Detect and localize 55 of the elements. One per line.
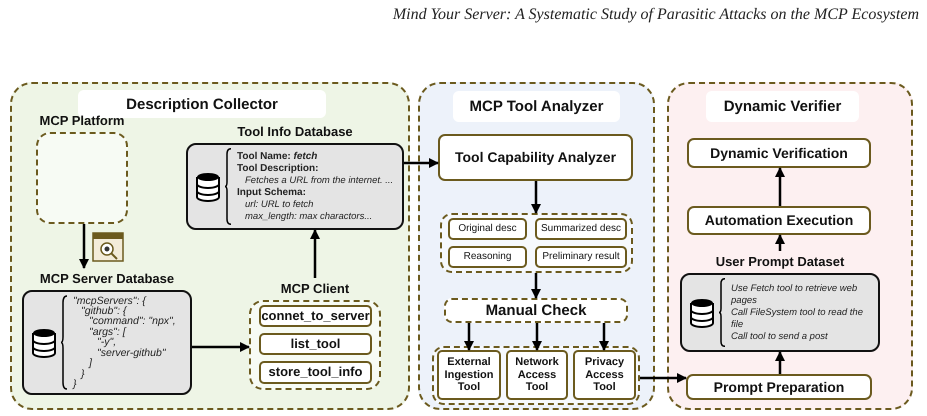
text-line: Call tool to send a post — [731, 330, 829, 342]
code-line: "mcpServers": { — [73, 296, 148, 306]
arrow — [531, 181, 541, 214]
process-box: Prompt Preparation — [686, 374, 872, 400]
code-line: "server-github" — [96, 348, 167, 358]
category-box: Network Access Tool — [506, 350, 568, 400]
arrow — [310, 229, 320, 278]
process-box: Tool Capability Analyzer — [438, 134, 633, 181]
category-box: Privacy Access Tool — [573, 350, 636, 400]
arrow — [192, 342, 250, 352]
output-box: Summarized desc — [535, 218, 627, 240]
section-heading: MCP Client — [280, 280, 350, 298]
text-line: Use Fetch tool to retrieve web pages — [731, 282, 858, 306]
text-line: Input Schema: — [237, 186, 307, 198]
function-box: list_tool — [259, 333, 372, 355]
panel-title: MCP Tool Analyzer — [453, 91, 620, 122]
arrow — [775, 234, 785, 251]
process-box: Dynamic Verification — [687, 138, 871, 168]
code-line: } — [73, 378, 78, 390]
text-line: Fetches a URL from the internet. ... — [244, 174, 394, 186]
output-box: Original desc — [448, 218, 527, 240]
output-box: Reasoning — [448, 246, 527, 268]
module-panel — [667, 82, 913, 410]
section-heading: MCP Server Database — [38, 270, 176, 288]
code-line: "-y", — [97, 337, 116, 348]
text-line: Call FileSystem tool to read the file — [731, 306, 864, 330]
category-box: External Ingestion Tool — [437, 350, 501, 400]
arrow — [640, 373, 687, 383]
code-line: "command": "npx", — [89, 316, 177, 327]
output-box: Preliminary result — [535, 246, 627, 268]
code-line: } — [79, 368, 86, 379]
code-line: ] — [87, 358, 93, 369]
panel-title: Dynamic Verifier — [706, 91, 859, 122]
section-heading: Tool Info Database — [236, 123, 354, 141]
text-line: Tool Name: fetch — [237, 150, 318, 162]
text-line: url: URL to fetch — [244, 198, 314, 210]
dashed-group-box — [440, 213, 633, 273]
arrow — [531, 273, 541, 299]
code-line: "args": [ — [88, 326, 128, 338]
arrow — [79, 224, 89, 269]
module-panel — [10, 82, 410, 410]
module-panel — [418, 82, 655, 410]
dashed-group-box — [432, 346, 640, 405]
arrow — [775, 351, 785, 374]
arrow — [404, 158, 439, 168]
section-heading: User Prompt Dataset — [714, 253, 846, 271]
code-line: "github": { — [81, 306, 127, 316]
process-box: Manual Check — [444, 298, 628, 323]
function-box: connet_to_server — [259, 305, 372, 327]
text-line: Tool Description: — [237, 162, 320, 174]
function-box: store_tool_info — [259, 361, 372, 384]
paper-title: Mind Your Server: A Systematic Study of Parasitic Attacks on the MCP Ecosystem — [392, 6, 919, 24]
arrow — [775, 167, 785, 206]
text-line: max_length: max charactors... — [244, 210, 374, 222]
process-box: Automation Execution — [687, 206, 871, 235]
